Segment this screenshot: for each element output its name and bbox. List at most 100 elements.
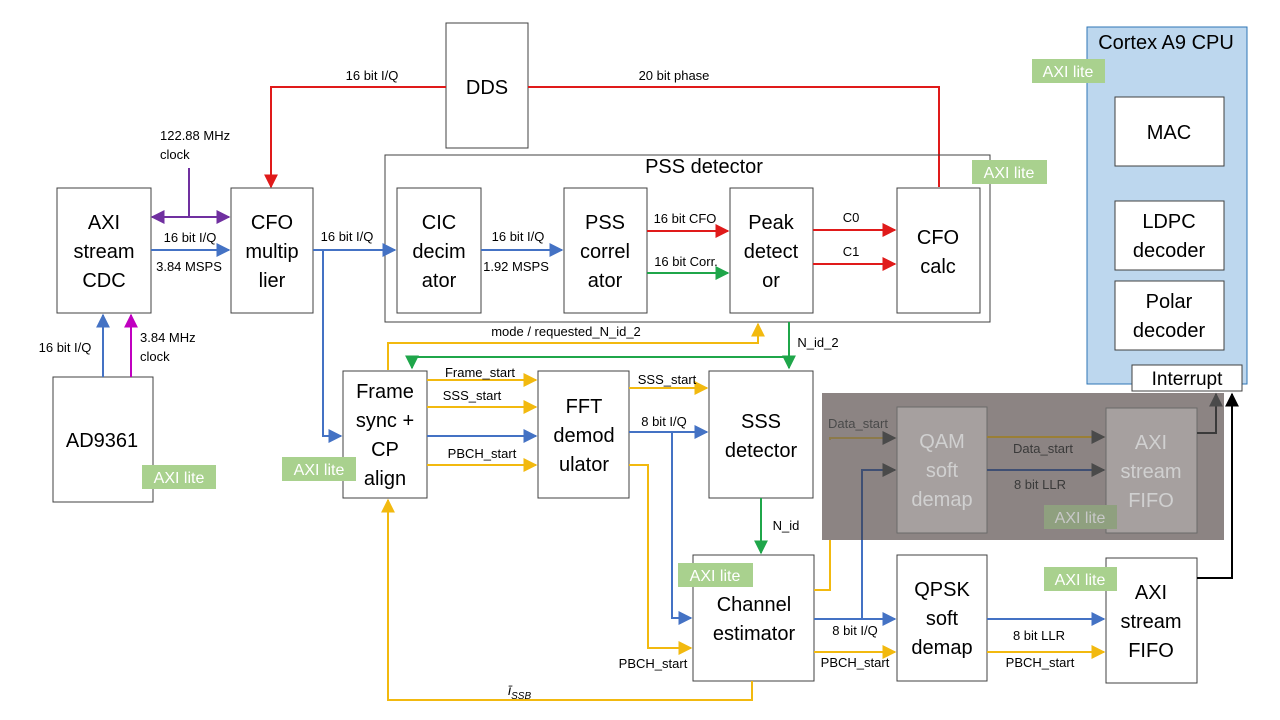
fifo-upper-axi-lite-label: AXI lite [1055, 510, 1106, 527]
fifo-lower-label-line1: AXI [1135, 582, 1167, 604]
cic-label-line3: ator [422, 270, 457, 292]
mac-block [1114, 96, 1225, 167]
fifo-upper-label-line1: AXI [1135, 432, 1167, 454]
qpsk-label-line1: QPSK [914, 579, 970, 601]
qam-label-line2: soft [926, 460, 959, 482]
cic-to-pss-top-label: 16 bit I/Q [492, 229, 545, 244]
n-id-2-to-frame-sync-arrow [405, 355, 789, 370]
cfo-mult-label-line2: multip [245, 241, 298, 263]
interrupt-label: Interrupt [1152, 369, 1223, 390]
cfo-calc-label-line2: calc [920, 256, 956, 278]
c1-label: C1 [843, 244, 860, 259]
frame-sync-label-line3: CP [371, 439, 399, 461]
fft-label-line2: demod [553, 425, 614, 447]
channel-axi-lite-badge [678, 563, 753, 587]
pss-correlator-block [563, 187, 648, 314]
axi-stream-fifo-upper-block [1105, 407, 1198, 534]
qpsk-label-line3: demap [911, 637, 972, 659]
pss-axi-lite-label: AXI lite [984, 165, 1035, 182]
fifo-upper-label-line2: stream [1120, 461, 1181, 483]
i-ssb-feedback-arrow [381, 498, 753, 701]
qam-label-line1: QAM [919, 431, 965, 453]
mode-request-arrow [387, 322, 765, 370]
llr-qam-label: 8 bit LLR [1014, 477, 1066, 492]
frame-start-label: Frame_start [445, 365, 515, 380]
chan-label-line1: Channel [717, 594, 792, 616]
frame-sync-axi-lite-label: AXI lite [294, 462, 345, 479]
llr-qpsk-label: 8 bit LLR [1013, 628, 1065, 643]
cfo-to-frame-sync-arrow [322, 250, 343, 443]
dds-label: DDS [466, 77, 508, 99]
fifo-lower-axi-lite-label: AXI lite [1055, 572, 1106, 589]
cfo-mult-label-line3: lier [259, 270, 286, 292]
fft-label-line1: FFT [566, 396, 603, 418]
overlay-data-start-in-arrow [829, 431, 897, 445]
fifo-upper-axi-lite-badge [1044, 505, 1117, 529]
dds-left-label: 16 bit I/Q [346, 68, 399, 83]
clock-122-label-line1: 122.88 MHz [160, 128, 230, 143]
pbch-chan-out-label: PBCH_start [821, 655, 890, 670]
sss-detector-block [708, 370, 814, 499]
ad9361-block [52, 376, 154, 503]
interrupt-box [1131, 364, 1243, 392]
mode-label: mode / requested_N_id_2 [491, 324, 641, 339]
fft-demodulator-block [537, 370, 630, 499]
axi-stream-fifo-lower-block [1105, 557, 1198, 684]
sss-label-line2: detector [725, 440, 798, 462]
cdc-label-line3: CDC [82, 270, 125, 292]
pss-corr-label-line1: PSS [585, 212, 625, 234]
n-id-2-label: N_id_2 [797, 335, 838, 350]
pbch-chan-in-label: PBCH_start [619, 656, 688, 671]
data-start-out-label: Data_start [1013, 441, 1073, 456]
ad9361-label: AD9361 [66, 430, 138, 452]
polar-label-line1: Polar [1146, 291, 1193, 313]
pbch-start-fs-label: PBCH_start [448, 446, 517, 461]
sss-start-fs-label: SSS_start [443, 388, 502, 403]
cfo-calc-label-line1: CFO [917, 227, 959, 249]
clock-384-label-line1: 3.84 MHz [140, 330, 196, 345]
iq-fft-label: 8 bit I/Q [641, 414, 687, 429]
cpu-axi-lite-label: AXI lite [1043, 64, 1094, 81]
frame-sync-block [342, 370, 428, 499]
overlay-iq-in-arrow [861, 463, 897, 540]
fifo-upper-label-line3: FIFO [1128, 490, 1174, 512]
cic-label-line1: CIC [422, 212, 456, 234]
cdc-to-cfo-bottom-label: 3.84 MSPS [156, 259, 222, 274]
corr-16-label: 16 bit Corr. [654, 254, 718, 269]
dds-block [445, 22, 529, 149]
pss-detector-title: PSS detector [645, 156, 763, 178]
cfo-calc-to-dds-line [528, 86, 940, 187]
pss-axi-lite-badge [972, 160, 1047, 184]
mac-label: MAC [1147, 122, 1191, 144]
cfo-16-label: 16 bit CFO [654, 211, 717, 226]
ldpc-decoder-block [1114, 200, 1225, 271]
ldpc-label-line2: decoder [1133, 240, 1206, 262]
qam-soft-demap-block [896, 406, 988, 534]
i-ssb-label: īSSB [508, 682, 531, 702]
pbch-qpsk-label: PBCH_start [1006, 655, 1075, 670]
pss-corr-label-line2: correl [580, 241, 630, 263]
n-id-label: N_id [773, 518, 800, 533]
channel-axi-lite-label: AXI lite [690, 568, 741, 585]
ad9361-axi-lite-badge [142, 465, 216, 489]
ad-to-cdc-label: 16 bit I/Q [39, 340, 92, 355]
clock-384-label-line2: clock [140, 349, 170, 364]
clock-122-label-line2: clock [160, 147, 190, 162]
ldpc-label-line1: LDPC [1142, 211, 1195, 233]
iq-chan-label: 8 bit I/Q [832, 623, 878, 638]
cfo-calc-block [896, 187, 981, 314]
frame-sync-label-line2: sync + [356, 410, 414, 432]
fifo-lower-label-line2: stream [1120, 611, 1181, 633]
i-ssb-main: ī [508, 682, 513, 698]
polar-label-line2: decoder [1133, 320, 1206, 342]
i-ssb-sub: SSB [511, 691, 531, 702]
fft-to-channel-iq-arrow [671, 432, 693, 625]
cic-label-line2: decim [412, 241, 465, 263]
pss-corr-label-line3: ator [588, 270, 623, 292]
frame-sync-axi-lite-badge [282, 457, 356, 481]
axi-stream-cdc-block [56, 187, 152, 314]
chan-label-line2: estimator [713, 623, 796, 645]
ad9361-axi-lite-label: AXI lite [154, 470, 205, 487]
cic-to-pss-bottom-label: 1.92 MSPS [483, 259, 549, 274]
